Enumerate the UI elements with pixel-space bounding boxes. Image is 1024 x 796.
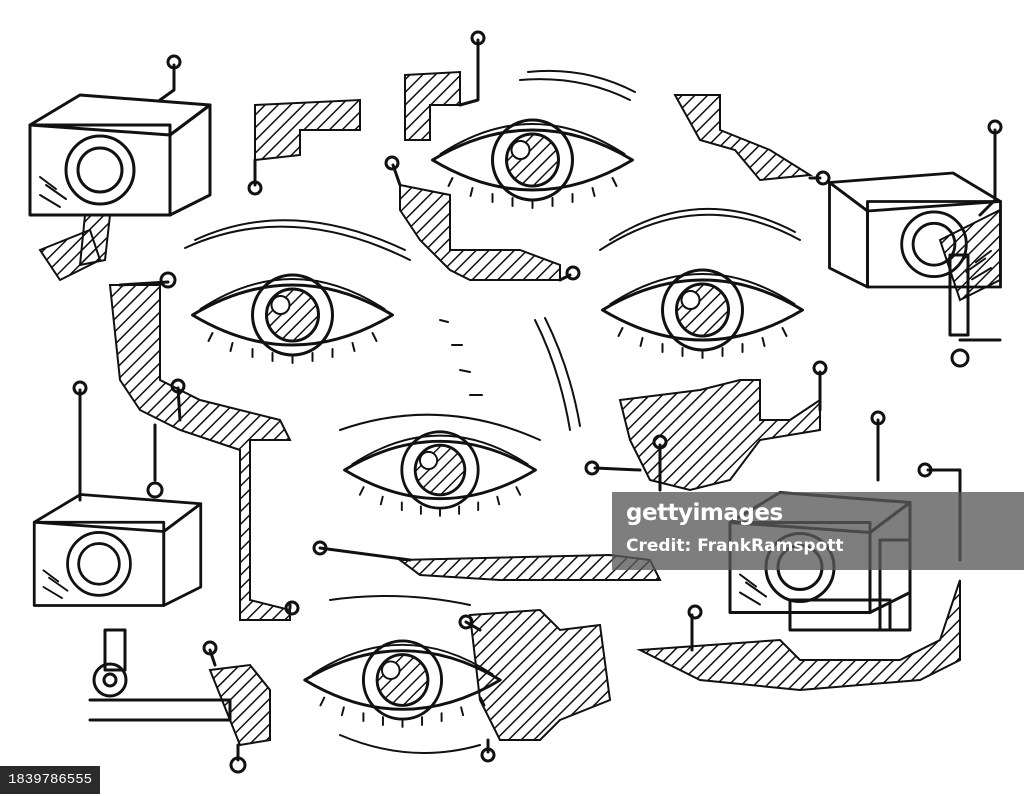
security-camera-left xyxy=(32,492,203,608)
eye-top-center xyxy=(430,118,635,210)
face-shading xyxy=(184,69,801,754)
circuit-wires xyxy=(72,30,1003,774)
eye-bottom xyxy=(303,639,502,729)
eye-right xyxy=(600,268,805,360)
security-camera-top-left xyxy=(28,93,212,217)
eye-left xyxy=(190,273,395,365)
image-id-label: 1839786555 xyxy=(0,766,101,794)
eye-middle xyxy=(343,430,537,518)
watermark: gettyimages Credit: FrankRamspott xyxy=(612,492,1024,570)
watermark-credit: Credit: FrankRamspott xyxy=(626,536,844,556)
watermark-brand: gettyimages xyxy=(626,500,783,526)
